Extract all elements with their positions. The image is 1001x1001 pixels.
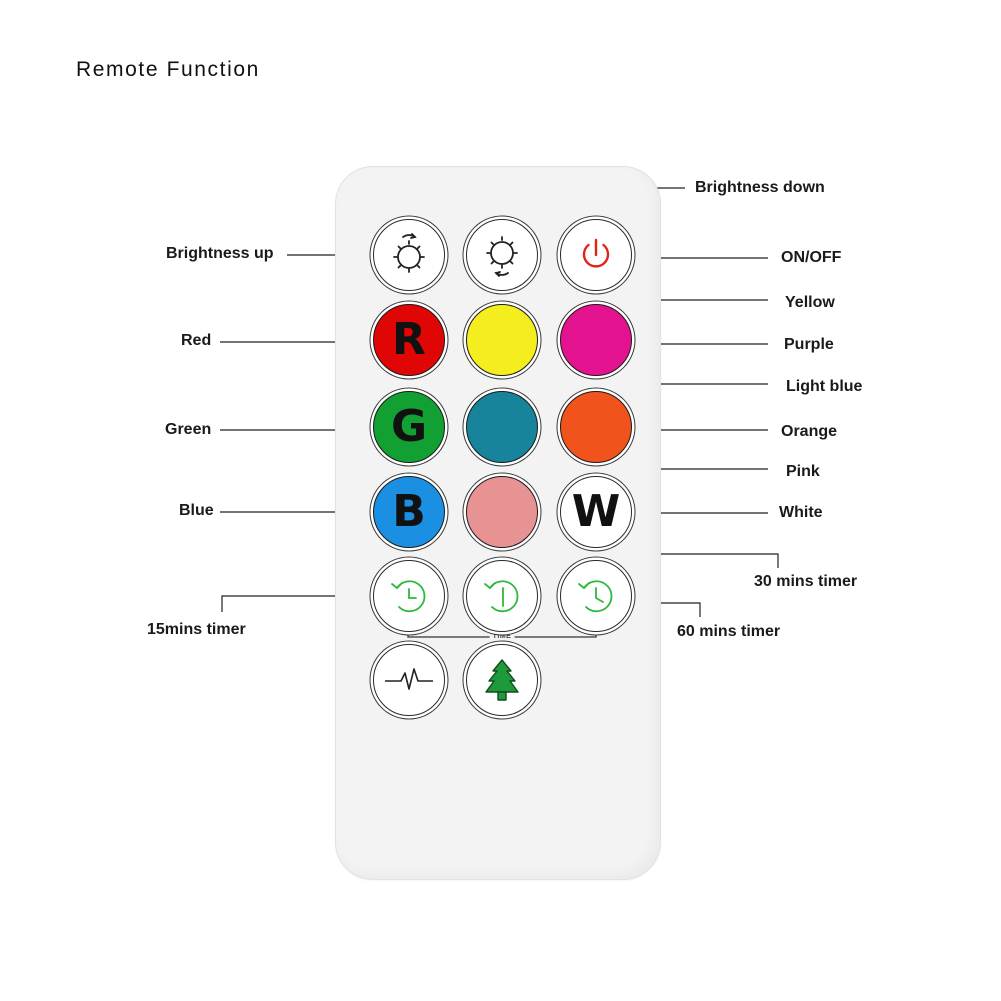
brightness-up-icon	[393, 233, 425, 273]
label-timer-15: 15mins timer	[147, 621, 246, 638]
label-red: Red	[181, 332, 212, 349]
white-button-letter: W	[571, 486, 621, 537]
page-title: Remote Function	[76, 58, 260, 81]
label-pink: Pink	[786, 463, 820, 480]
timer-icon	[578, 580, 613, 613]
label-timer-30: 30 mins timer	[754, 573, 858, 590]
label-orange: Orange	[781, 423, 838, 440]
purple-button[interactable]	[560, 304, 632, 376]
pulse-wave-icon	[385, 668, 433, 690]
brightness-up-button[interactable]	[373, 219, 445, 291]
red-button[interactable]: R	[373, 304, 445, 376]
label-brightness-down: Brightness down	[695, 179, 825, 196]
timer-15-button[interactable]	[373, 560, 445, 632]
pulse-mode-button[interactable]	[373, 644, 445, 716]
timer-icon	[391, 580, 426, 613]
label-brightness-up: Brightness up	[166, 245, 274, 262]
timer-30-button[interactable]	[466, 560, 538, 632]
white-button[interactable]: W	[560, 476, 632, 548]
blue-button[interactable]: B	[373, 476, 445, 548]
yellow-button[interactable]	[466, 304, 538, 376]
on-off-button[interactable]	[560, 219, 632, 291]
label-yellow: Yellow	[785, 294, 835, 311]
label-green: Green	[165, 421, 212, 438]
pink-button[interactable]	[466, 476, 538, 548]
label-white: White	[779, 504, 823, 521]
timer-icon	[484, 580, 519, 613]
light-blue-button[interactable]	[466, 391, 538, 463]
power-icon	[582, 238, 610, 268]
callout-line-timer-15	[221, 595, 358, 612]
tree-mode-button[interactable]	[466, 644, 538, 716]
label-on-off: ON/OFF	[781, 249, 842, 266]
brightness-down-icon	[486, 236, 518, 277]
label-purple: Purple	[784, 336, 834, 353]
label-timer-60: 60 mins timer	[677, 623, 781, 640]
green-button-letter: G	[390, 401, 428, 452]
label-light-blue: Light blue	[786, 378, 863, 395]
blue-button-letter: B	[392, 486, 426, 537]
green-button[interactable]: G	[373, 391, 445, 463]
timer-60-button[interactable]	[560, 560, 632, 632]
orange-button[interactable]	[560, 391, 632, 463]
time-caption: TIME	[489, 633, 515, 640]
red-button-letter: R	[392, 314, 426, 365]
label-blue: Blue	[179, 502, 214, 519]
brightness-down-button[interactable]	[466, 219, 538, 291]
tree-icon	[485, 659, 519, 701]
